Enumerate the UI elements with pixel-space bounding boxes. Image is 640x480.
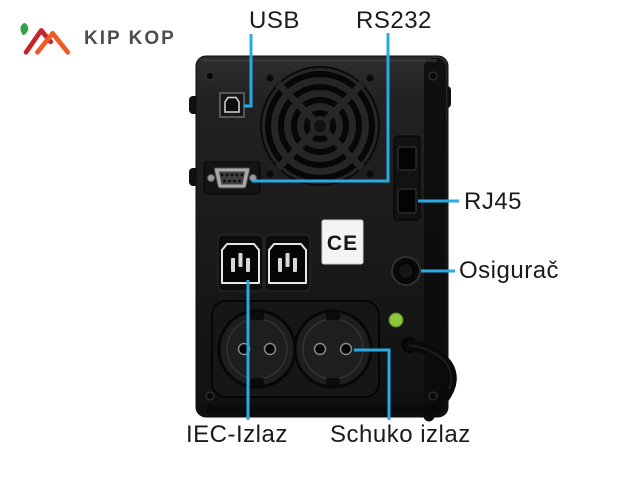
callout-line-rs232 bbox=[252, 33, 390, 183]
label-rj45: RJ45 bbox=[464, 188, 523, 215]
label-usb: USB bbox=[249, 7, 300, 34]
callout-line-usb bbox=[244, 34, 253, 108]
brand-logo-text: KIP KOP bbox=[84, 28, 176, 49]
schuko-outlets bbox=[211, 300, 380, 398]
callout-lines bbox=[244, 33, 459, 420]
label-fuse: Osigurač bbox=[459, 257, 560, 284]
power-indicator bbox=[388, 312, 404, 328]
leaf-icon bbox=[20, 22, 29, 36]
usb-port bbox=[219, 92, 245, 118]
fan-grille bbox=[260, 66, 380, 186]
iec-outlets bbox=[217, 234, 311, 292]
circuit-breaker bbox=[391, 256, 421, 286]
rj45-ports bbox=[393, 135, 421, 221]
label-schuko-out: Schuko izlaz bbox=[330, 421, 471, 448]
label-rs232: RS232 bbox=[356, 7, 432, 34]
label-iec-out: IEC-Izlaz bbox=[186, 421, 288, 448]
rs232-port bbox=[203, 161, 261, 195]
callout-line-schuko bbox=[354, 348, 391, 420]
power-cord bbox=[401, 337, 457, 422]
mountain-logo-icon bbox=[20, 22, 71, 55]
ce-mark-text: CE bbox=[327, 232, 358, 255]
panel-screws bbox=[205, 71, 438, 401]
brand-logo: KIP KOP bbox=[14, 20, 176, 58]
mountain-front-peak bbox=[35, 30, 71, 55]
ce-label: CE bbox=[321, 219, 364, 265]
